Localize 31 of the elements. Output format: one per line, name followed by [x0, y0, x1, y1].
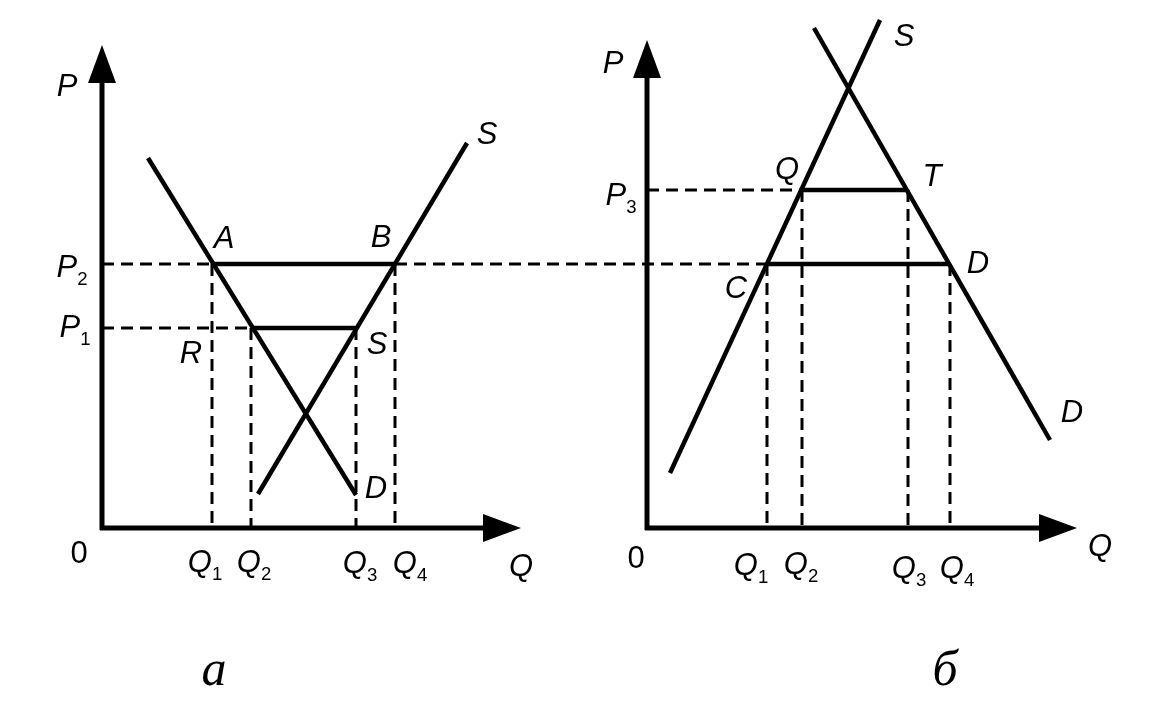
tick-label: Q$_{2}$	[783, 548, 819, 586]
tick-label: Q$_{1}$	[733, 549, 769, 587]
curve-label: S	[476, 117, 498, 149]
tick-label: Q$_{3}$	[891, 552, 927, 590]
axis-label: Q	[1087, 529, 1113, 561]
tick-label: Q$_{4}$	[939, 552, 975, 590]
point-label: C	[724, 271, 748, 303]
axis-label: Q	[508, 549, 534, 581]
point-label: S	[366, 327, 388, 359]
tick-label: P$_{1}$	[59, 311, 91, 349]
origin-label: 0	[627, 541, 645, 573]
point-label: T	[922, 159, 942, 191]
tick-label: Q$_{1}$	[187, 546, 223, 584]
curve-label: D	[364, 471, 388, 503]
curve-label: S	[893, 19, 915, 51]
tick-label: Q$_{4}$	[392, 547, 428, 585]
point-label: R	[179, 336, 203, 368]
axis-label: P	[56, 69, 78, 101]
tick-label: P$_{3}$	[605, 179, 637, 217]
point-label: D	[966, 246, 990, 278]
panel-label: б	[932, 643, 958, 693]
tick-label: Q$_{2}$	[236, 546, 272, 584]
panel-label: а	[201, 643, 227, 693]
point-label: Q	[774, 152, 800, 184]
origin-label: 0	[70, 536, 88, 568]
curve-label: D	[1060, 395, 1084, 427]
axis-label: P	[602, 46, 624, 78]
point-label: A	[213, 221, 235, 253]
tick-label: P$_{2}$	[56, 251, 88, 289]
tick-label: Q$_{3}$	[342, 547, 378, 585]
point-label: B	[370, 220, 392, 252]
